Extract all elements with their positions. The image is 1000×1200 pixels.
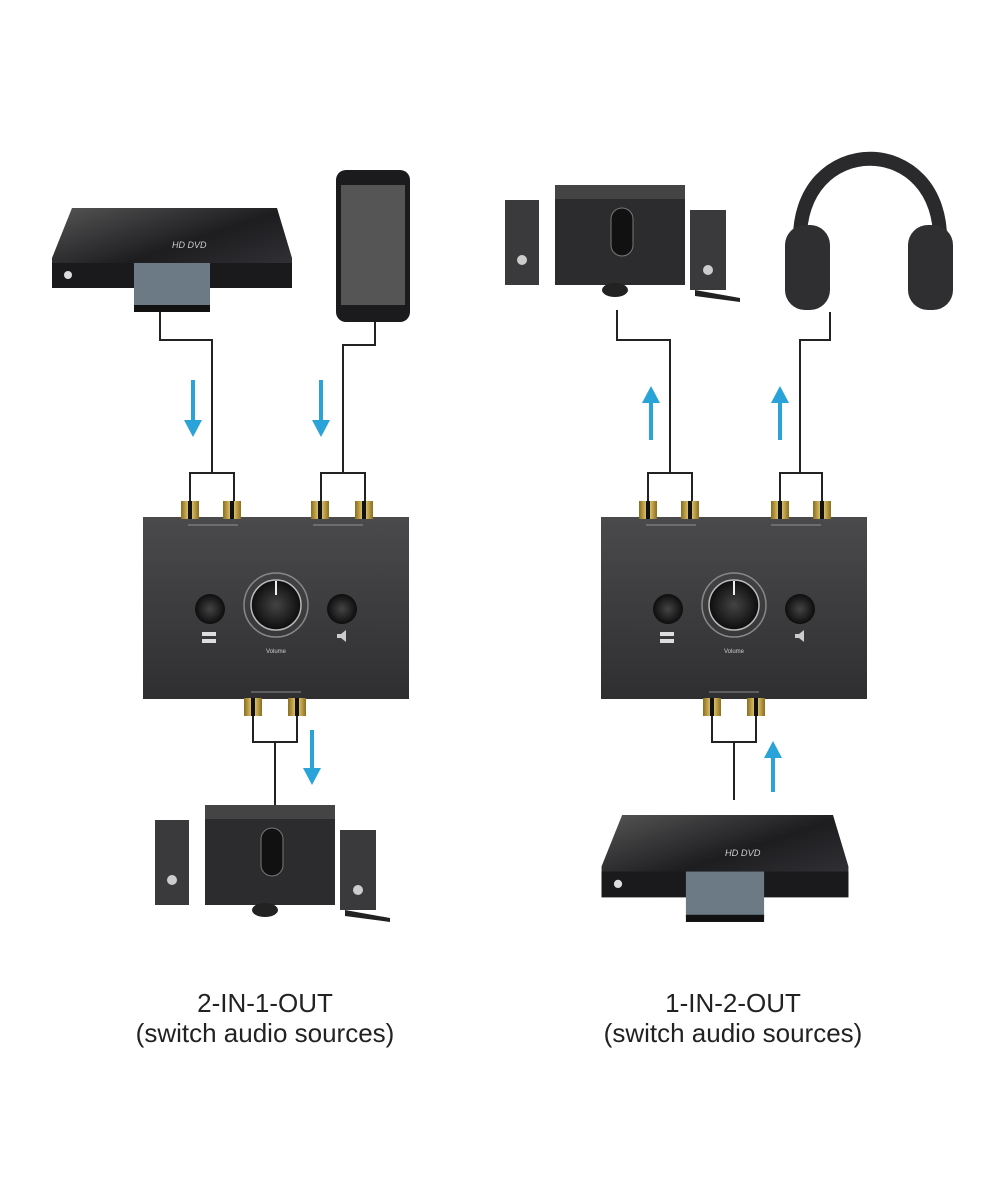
switch-box-right: [601, 517, 867, 699]
switch-box-left: [143, 517, 409, 699]
speaker-system-icon: [154, 804, 391, 923]
wires-left: [159, 312, 376, 810]
caption-left: 2-IN-1-OUT (switch audio sources): [65, 988, 465, 1048]
smartphone-icon: [336, 170, 410, 322]
blu-ray-player-icon: [601, 815, 849, 922]
caption-title: 2-IN-1-OUT: [197, 988, 333, 1018]
headphones-icon: [785, 151, 953, 310]
caption-subtitle: (switch audio sources): [135, 1018, 395, 1048]
wires-right: [616, 310, 831, 800]
arrow-up-icon: [771, 386, 789, 440]
arrow-down-icon: [312, 380, 330, 437]
arrow-down-icon: [303, 730, 321, 785]
volume-label-right: Volume: [724, 649, 745, 655]
caption-right: 1-IN-2-OUT (switch audio sources): [533, 988, 933, 1048]
arrow-up-icon: [764, 741, 782, 792]
arrow-up-icon: [642, 386, 660, 440]
arrow-down-icon: [184, 380, 202, 437]
caption-subtitle: (switch audio sources): [603, 1018, 863, 1048]
blu-ray-player-icon: [52, 208, 292, 312]
volume-label-left: Volume: [266, 649, 287, 655]
speaker-system-icon: [504, 184, 741, 303]
caption-title: 1-IN-2-OUT: [665, 988, 801, 1018]
